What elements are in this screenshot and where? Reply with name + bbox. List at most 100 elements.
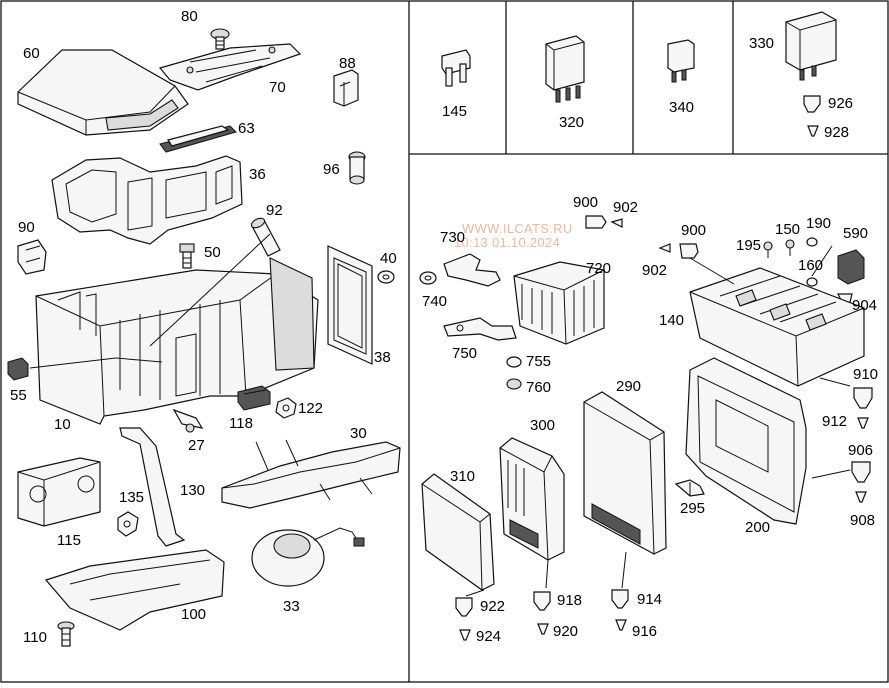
- label-130[interactable]: 130: [180, 482, 206, 499]
- label-918[interactable]: 918: [557, 592, 583, 609]
- label-340[interactable]: 340: [669, 99, 695, 116]
- part-730-plate[interactable]: [443, 253, 501, 287]
- part-70-bracket[interactable]: [158, 43, 302, 91]
- label-33[interactable]: 33: [283, 598, 300, 615]
- part-10-box[interactable]: [35, 257, 319, 425]
- part-906-terminal[interactable]: [851, 461, 871, 483]
- part-55-relay[interactable]: [7, 357, 29, 381]
- label-10[interactable]: 10: [54, 416, 71, 433]
- label-926[interactable]: 926: [828, 95, 854, 112]
- label-110[interactable]: 110: [23, 629, 47, 646]
- part-590-connector[interactable]: [837, 249, 865, 285]
- label-914[interactable]: 914: [637, 591, 663, 608]
- part-27-sensor[interactable]: [172, 408, 204, 433]
- label-92[interactable]: 92: [266, 202, 283, 219]
- part-760-grommet[interactable]: [506, 378, 522, 390]
- label-60[interactable]: 60: [23, 45, 40, 62]
- label-150[interactable]: 150: [775, 221, 801, 238]
- label-190[interactable]: 190: [806, 215, 832, 232]
- label-330[interactable]: 330: [749, 35, 775, 52]
- label-295[interactable]: 295: [680, 500, 706, 517]
- part-50-bolt[interactable]: [179, 243, 195, 269]
- part-310-module[interactable]: [421, 473, 495, 591]
- part-150-screw[interactable]: [785, 239, 795, 256]
- part-740-nut[interactable]: [419, 271, 437, 285]
- label-96[interactable]: 96: [323, 161, 340, 178]
- part-190-cap[interactable]: [806, 237, 818, 247]
- label-36[interactable]: 36: [249, 166, 266, 183]
- label-720[interactable]: 720: [586, 260, 612, 277]
- part-750-bracket[interactable]: [443, 317, 517, 341]
- label-115[interactable]: 115: [57, 532, 81, 549]
- part-910-terminal[interactable]: [853, 387, 873, 409]
- part-755-grommet[interactable]: [506, 356, 522, 368]
- label-90[interactable]: 90: [18, 219, 35, 236]
- part-295-bolt[interactable]: [674, 479, 705, 497]
- label-924[interactable]: 924: [476, 628, 502, 645]
- label-740[interactable]: 740: [422, 293, 448, 310]
- label-910[interactable]: 910: [853, 366, 879, 383]
- label-900-a[interactable]: 900: [573, 194, 599, 211]
- label-200[interactable]: 200: [745, 519, 771, 536]
- label-38[interactable]: 38: [374, 349, 391, 366]
- part-135-nut[interactable]: [117, 511, 139, 537]
- part-290-module[interactable]: [583, 391, 667, 555]
- label-922[interactable]: 922: [480, 598, 506, 615]
- label-920[interactable]: 920: [553, 623, 579, 640]
- label-760[interactable]: 760: [526, 379, 552, 396]
- label-320[interactable]: 320: [559, 114, 585, 131]
- label-908[interactable]: 908: [850, 512, 876, 529]
- part-130-strap[interactable]: [119, 427, 186, 547]
- label-80[interactable]: 80: [181, 8, 198, 25]
- part-40-washer[interactable]: [377, 270, 395, 284]
- part-140-control-unit[interactable]: [689, 267, 865, 387]
- part-922-terminal[interactable]: [455, 597, 473, 617]
- part-902-pin-a[interactable]: [610, 218, 623, 228]
- part-195-screw[interactable]: [763, 241, 773, 258]
- label-145[interactable]: 145: [442, 103, 468, 120]
- part-900-terminal-a[interactable]: [585, 215, 607, 229]
- part-300-module[interactable]: [499, 437, 565, 561]
- label-906[interactable]: 906: [848, 442, 874, 459]
- part-720-fuse-block[interactable]: [513, 261, 605, 345]
- part-110-bolt[interactable]: [57, 621, 75, 647]
- part-38-gasket[interactable]: [327, 245, 373, 365]
- part-33-motor[interactable]: [251, 527, 365, 587]
- label-912[interactable]: 912: [822, 413, 848, 430]
- part-118-connector[interactable]: [237, 385, 271, 411]
- part-330-relay[interactable]: [785, 11, 837, 81]
- label-730[interactable]: 730: [440, 229, 466, 246]
- part-914-terminal[interactable]: [611, 589, 629, 609]
- part-115-bracket[interactable]: [17, 457, 101, 527]
- label-27[interactable]: 27: [188, 437, 205, 454]
- label-904[interactable]: 904: [852, 297, 878, 314]
- label-50[interactable]: 50: [204, 244, 221, 261]
- label-63[interactable]: 63: [238, 120, 255, 137]
- label-590[interactable]: 590: [843, 225, 869, 242]
- part-340-relay[interactable]: [667, 39, 695, 83]
- label-195[interactable]: 195: [736, 237, 762, 254]
- label-88[interactable]: 88: [339, 55, 356, 72]
- label-902-a[interactable]: 902: [613, 199, 639, 216]
- label-902-b[interactable]: 902: [642, 262, 668, 279]
- part-100-tray[interactable]: [44, 549, 225, 631]
- part-122-nut[interactable]: [275, 397, 297, 419]
- part-920-pin[interactable]: [537, 623, 549, 635]
- part-36-frame[interactable]: [51, 155, 243, 245]
- label-750[interactable]: 750: [452, 345, 478, 362]
- part-30-duct[interactable]: [221, 439, 401, 509]
- part-88-clip[interactable]: [333, 69, 359, 107]
- label-122[interactable]: 122: [298, 400, 324, 417]
- label-135[interactable]: 135: [119, 489, 145, 506]
- part-916-pin[interactable]: [615, 619, 627, 631]
- label-755[interactable]: 755: [526, 353, 552, 370]
- label-30[interactable]: 30: [350, 425, 367, 442]
- label-928[interactable]: 928: [824, 124, 850, 141]
- label-55[interactable]: 55: [10, 387, 27, 404]
- part-908-pin[interactable]: [855, 491, 867, 503]
- part-928-pin[interactable]: [807, 125, 819, 137]
- label-100[interactable]: 100: [181, 606, 207, 623]
- label-140[interactable]: 140: [659, 312, 685, 329]
- label-40[interactable]: 40: [380, 250, 397, 267]
- part-96-plug[interactable]: [348, 151, 366, 185]
